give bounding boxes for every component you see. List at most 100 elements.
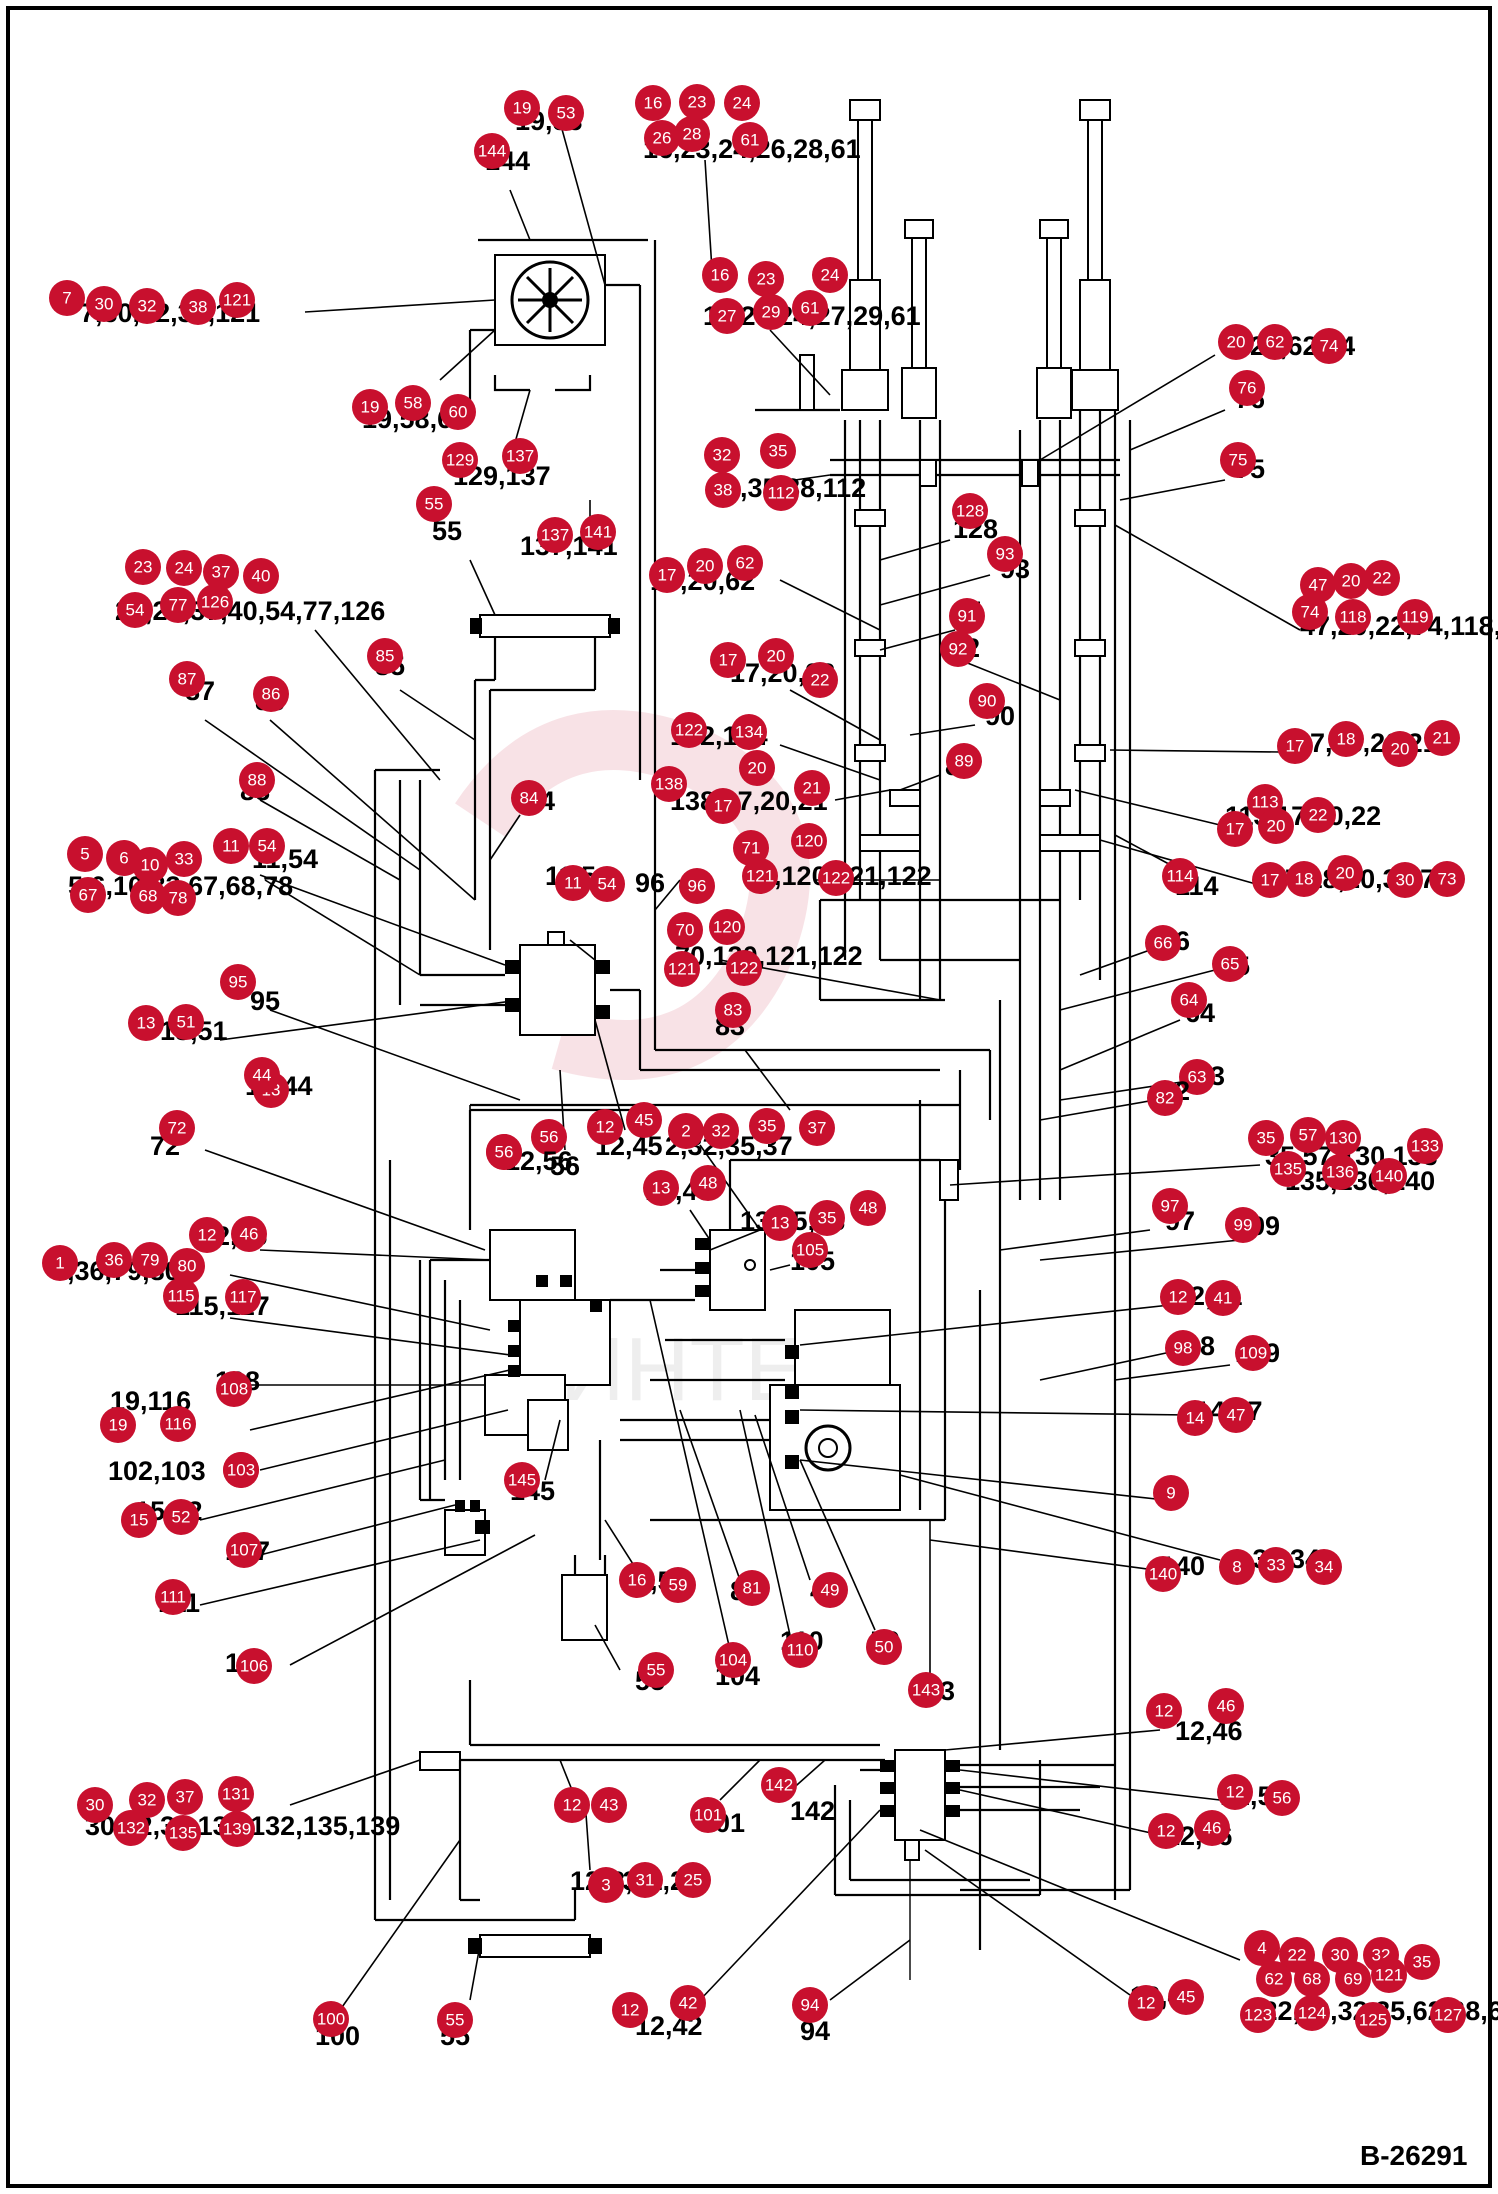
part-number-bubble: 16 [702,257,738,293]
part-number-bubble: 139 [219,1811,255,1847]
bubble-number: 20 [1342,572,1361,591]
part-number-bubble: 99 [1225,1207,1261,1243]
bubble-number: 68 [139,887,158,906]
bubble-number: 134 [735,723,763,742]
bubble-number: 54 [126,601,145,620]
callout: 12,411241 [1160,1279,1243,1316]
part-number-bubble: 78 [160,880,196,916]
bubble-number: 135 [1274,1160,1302,1179]
leader-line [594,1019,626,1131]
bubble-number: 56 [540,1128,559,1147]
bubble-number: 11 [222,837,240,856]
part-number-bubble: 56 [531,1119,567,1155]
part-number-bubble: 94 [792,1987,828,2023]
bubble-number: 10 [141,856,160,875]
bubble-number: 48 [699,1174,718,1193]
part-number-bubble: 137 [502,438,538,474]
part-number-bubble: 27 [709,298,745,334]
bubble-number: 63 [1188,1068,1207,1087]
radiator-fan [468,238,657,1050]
callout: 3,31,2533125 [588,1862,711,1903]
bubble-number: 142 [765,1776,793,1795]
bubble-number: 13 [137,1014,156,1033]
leader-line [704,159,713,271]
part-number-bubble: 76 [1229,370,1265,406]
part-number-bubble: 14 [1177,1400,1213,1436]
bubble-number: 41 [1214,1289,1233,1308]
part-number-bubble: 48 [850,1190,886,1226]
leader-line [919,1829,1241,1961]
leader-line [689,1209,711,1241]
part-number-bubble: 3 [588,1867,624,1903]
leader-line [339,1839,461,2011]
part-number-bubble: 95 [220,964,256,1000]
part-number-bubble: 20 [739,750,775,786]
bubble-number: 70 [676,921,695,940]
part-number-bubble: 72 [159,1110,195,1146]
bubble-number: 60 [449,403,468,422]
callout: 19,58,60195860 [352,385,476,434]
leader-line [264,879,421,976]
callout: 17,20,62172062 [649,545,763,596]
part-number-bubble: 49 [812,1572,848,1608]
part-number-bubble: 18 [1286,861,1322,897]
part-number-bubble: 30 [1387,862,1423,898]
part-number-bubble: 19 [352,389,388,425]
part-number-bubble: 117 [225,1279,261,1315]
part-number-bubble: 56 [1264,1780,1300,1816]
bubble-number: 13 [652,1179,671,1198]
bubble-number: 16 [628,1571,647,1590]
bubble-number: 30 [1396,871,1415,890]
leader-line [509,189,531,241]
lower-cylinder [419,1680,885,1958]
leader-line [769,329,831,396]
part-number-bubble: 12 [1148,1813,1184,1849]
bubble-number: 23 [757,270,776,289]
leader-line [959,659,1061,701]
bubble-number: 56 [495,1143,514,1162]
leader-line [754,1414,811,1581]
part-number-bubble: 59 [660,1567,696,1603]
bubble-number: 62 [736,554,755,573]
bubble-number: 113 [1251,793,1278,812]
part-number-bubble: 33 [1258,1547,1294,1583]
part-number-bubble: 47 [1300,567,1336,603]
leader-line [699,1809,881,2001]
bubble-number: 133 [1411,1137,1439,1156]
bubble-number: 35 [1257,1129,1276,1148]
bubble-number: 32 [138,297,157,316]
bubble-number: 112 [767,484,794,503]
leader-line [1039,1239,1241,1261]
bubble-number: 115 [167,1287,194,1306]
part-number-bubble: 66 [1145,925,1181,961]
part-number-bubble: 85 [367,638,403,674]
bubble-number: 9 [1166,1484,1175,1503]
part-number-bubble: 21 [794,770,830,806]
part-number-bubble: 32 [129,1782,165,1818]
bubble-number: 109 [1239,1344,1267,1363]
bubble-number: 20 [1391,740,1410,759]
callout-label: 142 [790,1796,835,1826]
part-number-bubble: 26 [644,120,680,156]
bubble-number: 130 [1329,1129,1357,1148]
callout: 16,591659 [619,1562,696,1603]
leader-line [199,1539,481,1606]
bubble-number: 125 [1359,2011,1387,2030]
leader-line [1114,524,1301,631]
callout: 6464 [1171,982,1215,1028]
part-number-bubble: 23 [125,549,161,585]
part-number-bubble: 91 [949,598,985,634]
bubble-number: 74 [1301,603,1320,622]
bubble-number: 16 [711,266,730,285]
bubble-number: 37 [176,1788,195,1807]
part-number-bubble: 38 [180,289,216,325]
part-number-bubble: 61 [792,290,828,326]
leader-line [259,1249,491,1261]
bubble-number: 44 [253,1066,272,1085]
leader-line [259,874,506,966]
bubble-number: 12 [563,1796,582,1815]
part-number-bubble: 83 [715,992,751,1028]
